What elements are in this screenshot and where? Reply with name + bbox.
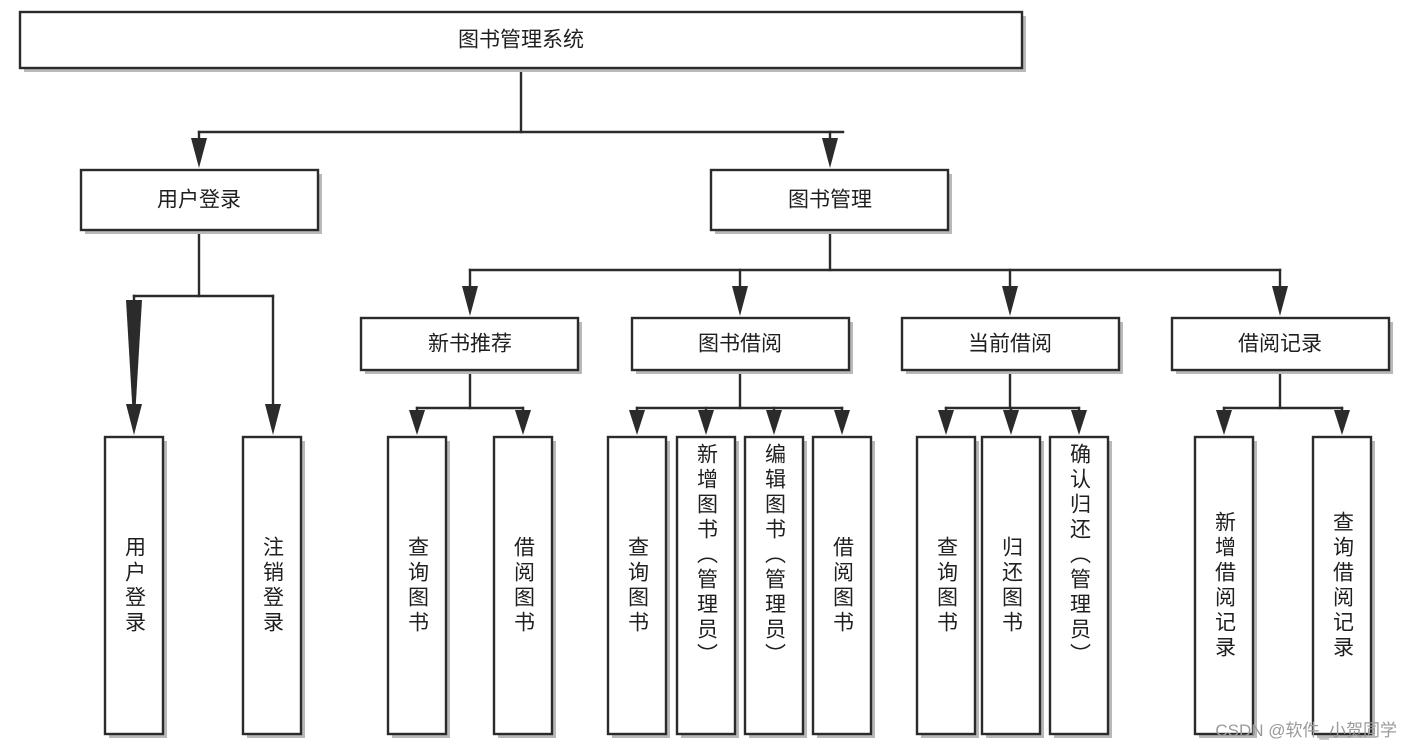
node-new-book-recommend-box (359, 316, 580, 372)
arrow-borrowrecord-leaf2-icon (1334, 410, 1350, 435)
leaf-box-currentborrow-3[interactable] (1048, 435, 1110, 736)
leaf-boxes-user-login (103, 435, 305, 738)
node-borrow-record-label: 借阅记录 (1238, 333, 1322, 356)
arrow-currentborrow-leaf1-icon (938, 410, 954, 435)
node-book-borrow[interactable]: 图书借阅 (630, 316, 853, 374)
leaf-boxes-borrow-record (1193, 435, 1375, 738)
leaf-box-currentborrow-2[interactable] (980, 435, 1042, 736)
node-book-borrow-box (630, 316, 851, 372)
arrow-borrowrecord-leaf1-icon (1216, 410, 1232, 435)
arrow-to-user-login-icon (191, 138, 207, 168)
node-current-borrow[interactable]: 当前借阅 (900, 316, 1123, 374)
leaf-box-user-login-1[interactable] (103, 435, 165, 736)
leaf-box-user-login-2[interactable] (241, 435, 303, 736)
arrow-currentborrow-leaf3-icon (1071, 410, 1087, 435)
arrow-to-bookborrow-icon (732, 286, 748, 316)
edge-group-bookborrow-to-leaves (629, 371, 850, 435)
leaf-box-bookborrow-4[interactable] (811, 435, 873, 736)
node-new-book-recommend[interactable]: 新书推荐 (359, 316, 582, 374)
node-book-borrow-label: 图书借阅 (698, 333, 782, 356)
arrow-to-currentborrow-icon (1002, 286, 1018, 316)
node-book-manage-label: 图书管理 (788, 189, 872, 212)
arrow-to-borrowrecord-icon (1272, 286, 1288, 316)
node-current-borrow-label: 当前借阅 (968, 333, 1052, 356)
arrow-bookborrow-leaf4-icon (834, 410, 850, 435)
edge-group-userlogin-to-leaves (126, 230, 281, 435)
node-new-book-recommend-label: 新书推荐 (428, 333, 512, 356)
leaf-box-bookborrow-3[interactable] (743, 435, 805, 736)
node-user-login[interactable]: 用户登录 (79, 168, 322, 234)
arrow-userlogin-leaf1-head (126, 404, 142, 435)
edge-group-root-to-level2 (191, 66, 845, 168)
arrow-userlogin-leaf2-head (265, 404, 281, 435)
node-current-borrow-box (900, 316, 1121, 372)
leaf-box-borrowrecord-2[interactable] (1311, 435, 1373, 736)
arrow-newbook-leaf2-icon (515, 410, 531, 435)
arrow-to-book-manage-icon (822, 138, 838, 168)
csdn-watermark: CSDN @软件_小贺同学 (1215, 721, 1397, 740)
leaf-box-newbook-1[interactable] (386, 435, 448, 736)
arrow-bookborrow-leaf1-icon (629, 410, 645, 435)
leaf-box-borrowrecord-1[interactable] (1193, 435, 1255, 736)
arrow-to-newbook-icon (462, 286, 478, 316)
leaf-boxes-current-borrow (915, 435, 1112, 738)
arrow-bookborrow-leaf2-icon (698, 410, 714, 435)
node-book-manage-box (709, 168, 950, 232)
leaf-box-currentborrow-1[interactable] (915, 435, 977, 736)
node-book-manage[interactable]: 图书管理 (709, 168, 952, 234)
edge-group-currentborrow-to-leaves (938, 371, 1087, 435)
node-root[interactable]: 图书管理系统 (18, 10, 1026, 72)
node-root-box (18, 10, 1024, 70)
arrow-bookborrow-leaf3-icon (766, 410, 782, 435)
leaf-box-bookborrow-2[interactable] (675, 435, 737, 736)
leaf-box-newbook-2[interactable] (492, 435, 554, 736)
node-root-label: 图书管理系统 (458, 29, 584, 52)
leaf-boxes-book-borrow (606, 435, 875, 738)
edge-group-borrowrecord-to-leaves (1216, 371, 1350, 435)
node-user-login-box (79, 168, 320, 232)
node-borrow-record-box (1170, 316, 1391, 372)
arrow-currentborrow-leaf2-icon (1003, 410, 1019, 435)
edge-group-newbook-to-leaves (409, 371, 531, 435)
leaf-box-bookborrow-1[interactable] (606, 435, 668, 736)
node-borrow-record[interactable]: 借阅记录 (1170, 316, 1393, 374)
arrow-newbook-leaf1-icon (409, 410, 425, 435)
node-user-login-label: 用户登录 (157, 189, 241, 212)
edge-group-bookmanage-to-level3 (462, 230, 1288, 316)
leaf-boxes-new-book-recommend (386, 435, 556, 738)
